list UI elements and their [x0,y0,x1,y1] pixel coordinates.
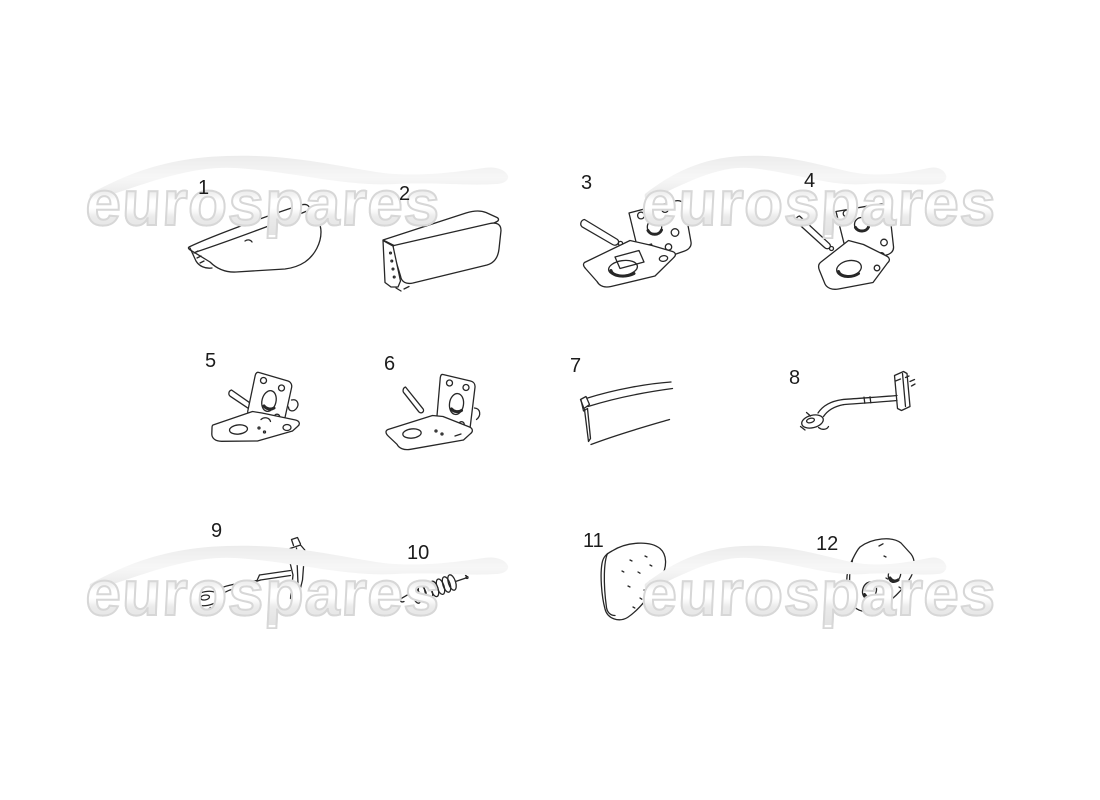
part-10-drawing [399,574,469,604]
part-11-drawing [600,542,667,621]
part-12-drawing [846,538,915,613]
part-number-label-4: 4 [804,170,816,192]
part-number-label-2: 2 [399,183,411,205]
part-number-label-5: 5 [205,350,217,372]
part-number-label-8: 8 [789,367,801,389]
part-number-label-9: 9 [211,520,223,542]
part-4-drawing [795,202,895,290]
part-2-drawing [382,210,502,292]
part-number-label-7: 7 [570,355,582,377]
part-number-label-10: 10 [407,542,430,564]
part-number-label-12: 12 [816,533,839,555]
part-8-drawing [799,370,916,431]
part-3-drawing [580,199,692,288]
part-number-label-1: 1 [198,177,210,199]
part-number-label-3: 3 [581,172,593,194]
part-number-label-11: 11 [583,530,604,552]
part-7-drawing [579,381,674,446]
part-6-drawing [385,373,481,451]
part-number-label-6: 6 [384,353,396,375]
part-5-drawing [211,371,300,442]
part-1-drawing [187,203,322,273]
part-9-drawing [192,536,306,611]
